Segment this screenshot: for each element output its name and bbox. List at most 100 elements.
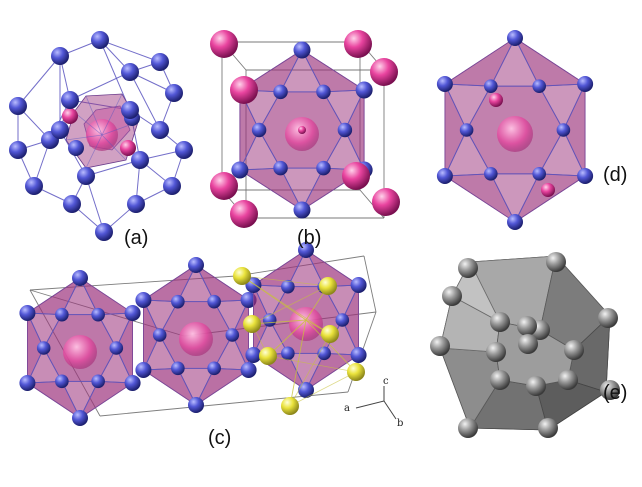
panel-d-structure (436, 30, 594, 230)
bond (289, 319, 307, 407)
corner-atom (230, 76, 258, 104)
gray-atom (442, 286, 462, 306)
gray-atom (558, 370, 578, 390)
bond (538, 85, 564, 131)
shell-atom (131, 151, 149, 169)
vertex-atom (507, 214, 523, 230)
vertex-atom (335, 313, 350, 327)
gray-atom (518, 334, 538, 354)
corner-atom (210, 172, 238, 200)
corner-atom (370, 58, 398, 86)
axis-a-line (355, 400, 385, 409)
vertex-atom (207, 361, 221, 376)
yellow-atom (321, 325, 339, 343)
bond (258, 91, 281, 131)
bond (514, 173, 540, 223)
bond (85, 159, 141, 177)
vertex-atom (532, 79, 546, 93)
vertex-atom (532, 167, 546, 181)
vertex-atom (298, 242, 314, 258)
shell-atom (77, 167, 95, 185)
vertex-atom (72, 410, 88, 426)
axis-label-b: b (397, 418, 404, 429)
vertex-atom (240, 362, 257, 378)
yellow-atom (233, 267, 251, 285)
corner-atom (230, 200, 258, 228)
gray-atom (538, 418, 558, 438)
bond (444, 129, 468, 177)
vertex-atom (293, 41, 311, 59)
panel-label-d: (d) (603, 164, 628, 186)
vertex-atom (273, 160, 288, 176)
gray-atom (564, 340, 584, 360)
gray-atom (598, 308, 618, 328)
polyhedron-unit (135, 257, 257, 413)
vertex-atom (19, 305, 36, 321)
axis-label-c: c (383, 376, 389, 387)
bond (490, 37, 516, 87)
center-atom (497, 116, 533, 152)
panel-e-structure (430, 252, 620, 438)
vertex-atom (281, 279, 295, 294)
inner-atom (68, 140, 84, 156)
yellow-atom (347, 363, 365, 381)
bond (69, 71, 131, 101)
shell-atom (151, 121, 169, 139)
bond (323, 129, 346, 169)
gray-atom (490, 370, 510, 390)
bond (251, 285, 329, 325)
vertex-atom (135, 362, 152, 378)
vertex-atom (355, 81, 373, 99)
panel-label-b: (b) (297, 227, 322, 249)
bond (241, 275, 329, 287)
shell-atom (9, 141, 27, 159)
inner-atom (489, 93, 503, 107)
vertex-atom (124, 305, 141, 321)
panel-label-c: (c) (208, 427, 232, 449)
center-atom (63, 335, 97, 369)
panel-c-structure (19, 242, 377, 426)
vertex-atom (298, 382, 314, 398)
vertex-atom (72, 270, 88, 286)
bond (241, 275, 331, 335)
gray-atom (458, 418, 478, 438)
vertex-atom (281, 346, 295, 361)
vertex-atom (556, 123, 571, 137)
vertex-atom (273, 84, 288, 100)
shell-atom (163, 177, 181, 195)
axis-b-line (383, 400, 397, 420)
corner-atom (372, 188, 400, 216)
vertex-atom (240, 292, 257, 308)
bond (490, 173, 516, 223)
center-atom (289, 307, 323, 341)
bond (65, 134, 103, 141)
yellow-atom (259, 347, 277, 365)
vertex-atom (109, 341, 124, 355)
shell-atom (51, 121, 69, 139)
gray-atom (490, 312, 510, 332)
bond (444, 83, 468, 131)
yellow-atom (243, 315, 261, 333)
vertex-atom (152, 328, 167, 342)
vertex-atom (293, 201, 311, 219)
gray-atom (486, 342, 506, 362)
axis-label-a: a (344, 403, 350, 414)
shell-atom (61, 91, 79, 109)
panel-b-structure (210, 30, 400, 228)
vertex-atom (171, 294, 185, 309)
vertex-atom (245, 347, 262, 363)
shell-atom (127, 195, 145, 213)
vertex-atom (36, 341, 51, 355)
shell-atom (91, 31, 109, 49)
inner-atom (541, 183, 555, 197)
shell-atom (63, 195, 81, 213)
bond (129, 71, 161, 131)
vertex-atom (188, 397, 204, 413)
vertex-atom (55, 374, 69, 389)
corner-atom (344, 30, 372, 58)
gray-atom (526, 376, 546, 396)
gray-atom (517, 316, 537, 336)
vertex-atom (91, 374, 105, 389)
